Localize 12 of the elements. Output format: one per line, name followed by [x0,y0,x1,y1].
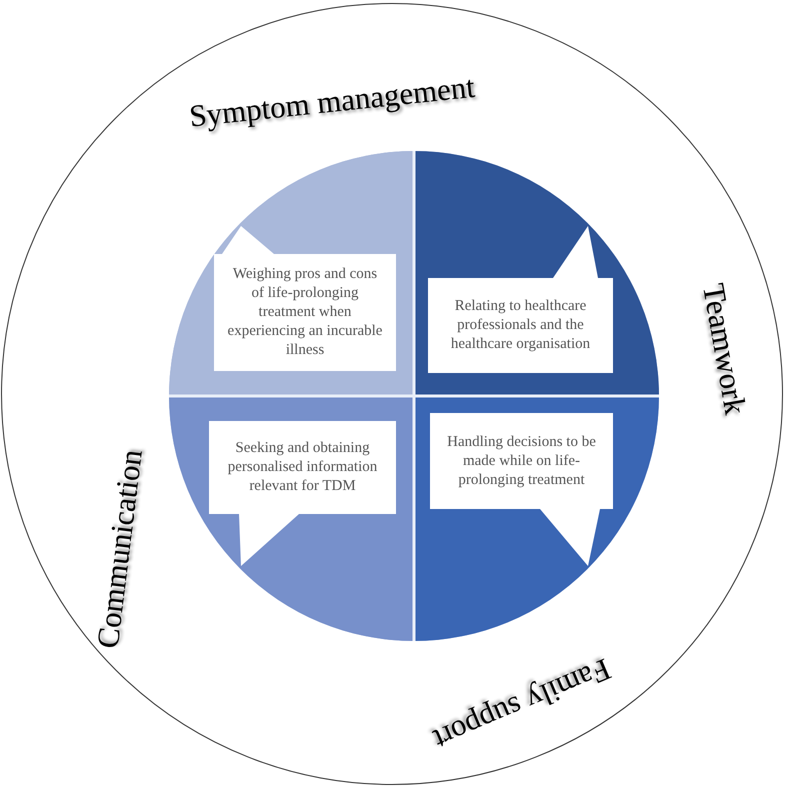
callout-text: Seeking and obtaining personalised information relevant for TDM [226,439,378,496]
callout-box [209,421,396,566]
theme-label: Teamwork [695,280,754,418]
callout-box [214,226,396,371]
callout-text: Relating to healthcare professionals and the healthcare organisation [450,297,592,354]
callout-box [430,413,613,566]
theme-label: Communication [88,447,150,651]
callout-text: Handling decisions to be made while on life-prolonging treatment [446,432,597,490]
theme-label: Family support [428,650,617,760]
theme-label: Symptom management [187,68,477,136]
callout-box [428,226,613,373]
callout-text: Weighing pros and cons of life-prolonging treatment when experiencing an incurable illness [226,265,384,360]
